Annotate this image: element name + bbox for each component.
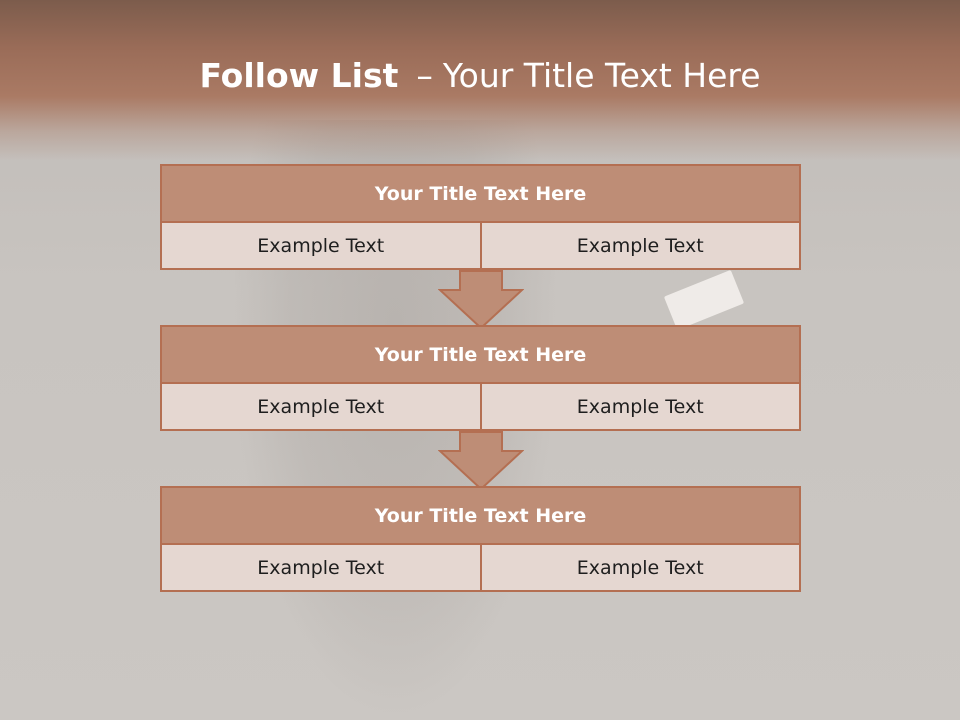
flow-block-title: Your Title Text Here xyxy=(162,488,799,543)
flow-block-2: Your Title Text Here Example Text Exampl… xyxy=(160,325,801,431)
flow-block-row: Example Text Example Text xyxy=(162,543,799,590)
flow-block-row: Example Text Example Text xyxy=(162,221,799,268)
flow-block-row: Example Text Example Text xyxy=(162,382,799,429)
flow-block-cell-left: Example Text xyxy=(162,545,480,590)
slide-title: Follow List–Your Title Text Here xyxy=(0,54,960,98)
down-arrow-icon xyxy=(438,431,524,491)
flow-block-3: Your Title Text Here Example Text Exampl… xyxy=(160,486,801,592)
flow-block-cell-left: Example Text xyxy=(162,384,480,429)
down-arrow-icon xyxy=(438,270,524,330)
slide-title-rest: Your Title Text Here xyxy=(442,56,761,95)
flow-block-cell-right: Example Text xyxy=(479,545,799,590)
slide-title-bold: Follow List xyxy=(199,56,399,95)
flow-block-cell-right: Example Text xyxy=(479,223,799,268)
flow-block-cell-right: Example Text xyxy=(479,384,799,429)
flow-block-1: Your Title Text Here Example Text Exampl… xyxy=(160,164,801,270)
slide-title-dash: – xyxy=(416,56,433,95)
header-band xyxy=(0,0,960,160)
flow-block-title: Your Title Text Here xyxy=(162,166,799,221)
flow-block-cell-left: Example Text xyxy=(162,223,480,268)
flow-block-title: Your Title Text Here xyxy=(162,327,799,382)
